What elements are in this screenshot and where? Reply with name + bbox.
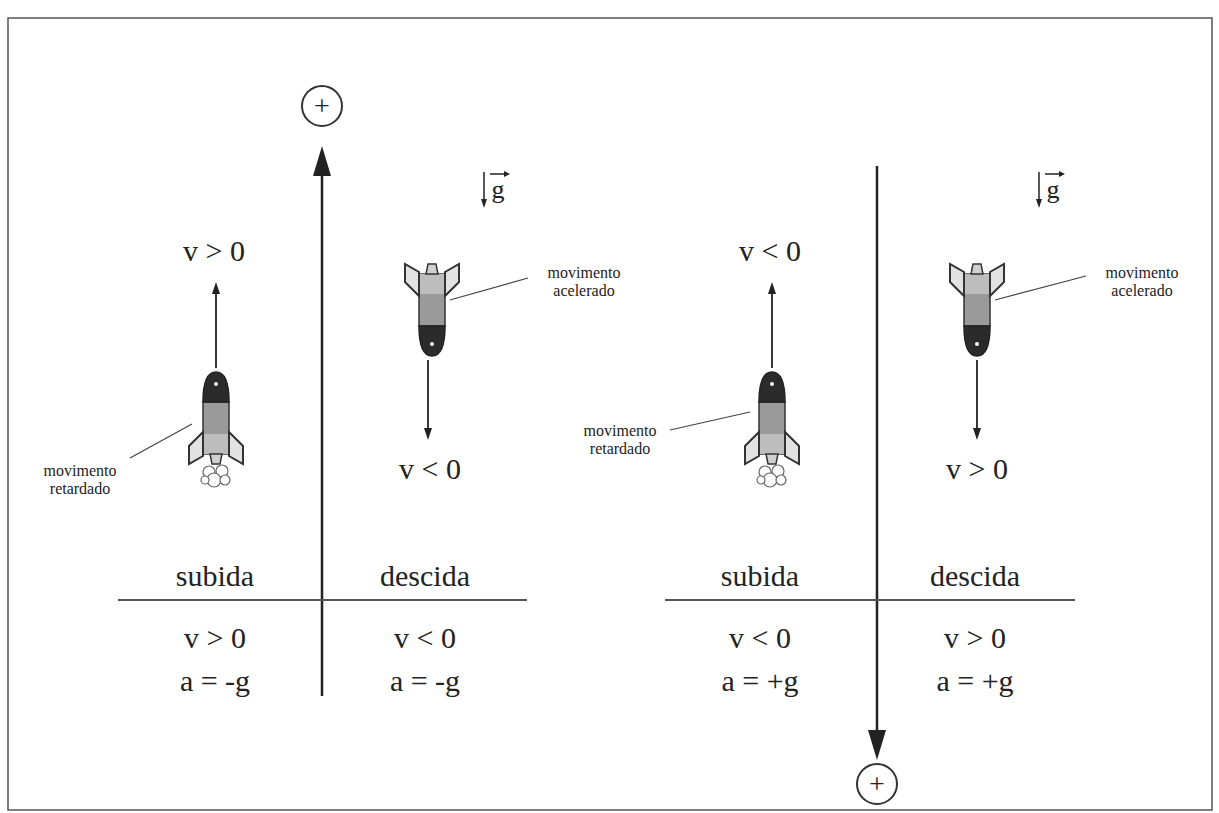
velocity-label: v > 0 [946, 452, 1008, 485]
annotation: movimento retardado [570, 422, 670, 457]
divider-line [665, 599, 1075, 601]
acceleration-value: a = +g [936, 664, 1013, 697]
annotation: movimento retardado [30, 462, 130, 497]
axis-sign-circle: + [301, 85, 343, 127]
frame [8, 18, 1212, 810]
gravity-vector [481, 171, 510, 208]
phase-heading: subida [721, 559, 799, 592]
velocity-sign: v < 0 [729, 621, 791, 654]
vector-symbol: g [1047, 176, 1060, 205]
leader-line [130, 424, 192, 458]
axis-down [868, 166, 886, 760]
axis-sign: + [869, 770, 885, 798]
acceleration-value: a = +g [721, 664, 798, 697]
divider-line [118, 599, 527, 601]
leader-line [450, 278, 528, 300]
acceleration-value: a = -g [180, 664, 250, 697]
velocity-label: v < 0 [399, 452, 461, 485]
rocket-down [950, 264, 1004, 356]
annotation: movimento acelerado [534, 264, 634, 299]
velocity-label: v < 0 [739, 234, 801, 267]
velocity-arrow [424, 360, 432, 440]
velocity-arrow [212, 282, 220, 368]
axis-sign-circle: + [856, 763, 898, 805]
velocity-arrow [973, 360, 981, 440]
rocket-up [189, 372, 243, 487]
phase-heading: descida [930, 559, 1020, 592]
leader-line [670, 412, 750, 430]
velocity-sign: v > 0 [184, 621, 246, 654]
phase-heading: subida [176, 559, 254, 592]
rocket-down [405, 264, 459, 356]
axis-sign: + [314, 92, 330, 120]
vector-symbol: g [492, 176, 505, 205]
velocity-arrow [768, 282, 776, 368]
velocity-sign: v > 0 [944, 621, 1006, 654]
rocket-up [745, 372, 799, 487]
gravity-vector [1036, 171, 1065, 208]
annotation: movimento acelerado [1092, 264, 1192, 299]
axis-up [313, 146, 331, 696]
velocity-label: v > 0 [183, 234, 245, 267]
phase-heading: descida [380, 559, 470, 592]
velocity-sign: v < 0 [394, 621, 456, 654]
leader-line [995, 276, 1086, 300]
acceleration-value: a = -g [390, 664, 460, 697]
